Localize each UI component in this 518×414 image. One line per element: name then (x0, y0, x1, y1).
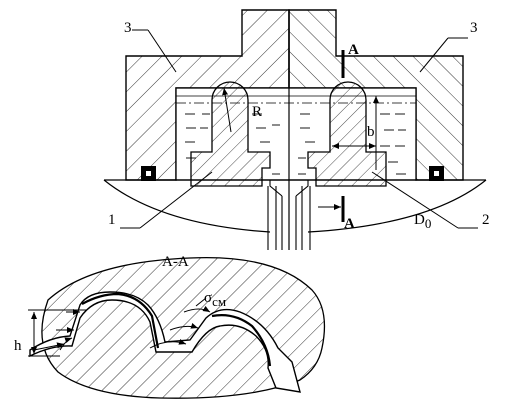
label-part-1: 1 (108, 212, 116, 228)
label-stress: σсм (204, 290, 226, 309)
label-part-3-left: 3 (124, 20, 132, 36)
workpiece-right (307, 81, 387, 187)
dimension-b (332, 96, 379, 170)
base-arc (103, 179, 271, 233)
base-arc-right (307, 179, 487, 233)
label-diameter: D0 (414, 212, 431, 231)
workpiece-left (190, 81, 271, 187)
label-section-bottom: А (344, 216, 355, 232)
drain-channel (267, 180, 311, 250)
label-height-h: h (14, 338, 22, 354)
section-a-a-view: А-А h σсм (14, 254, 326, 399)
label-part-3-right: 3 (470, 20, 478, 36)
liquid-dashes (185, 113, 406, 175)
label-section-top: А (348, 42, 359, 58)
label-radius: R (252, 104, 262, 120)
label-part-2: 2 (482, 212, 490, 228)
stress-arrows (33, 297, 211, 351)
dimension-h (28, 309, 86, 357)
seal-left-icon (141, 166, 156, 181)
leader-lines (120, 29, 478, 229)
seal-right-icon (429, 166, 444, 181)
radius-arrow (222, 87, 232, 133)
contact-edges (81, 292, 272, 367)
label-width-b: b (367, 124, 375, 140)
assembly-section-view: 3 3 1 2 А А R b D0 (103, 9, 490, 250)
